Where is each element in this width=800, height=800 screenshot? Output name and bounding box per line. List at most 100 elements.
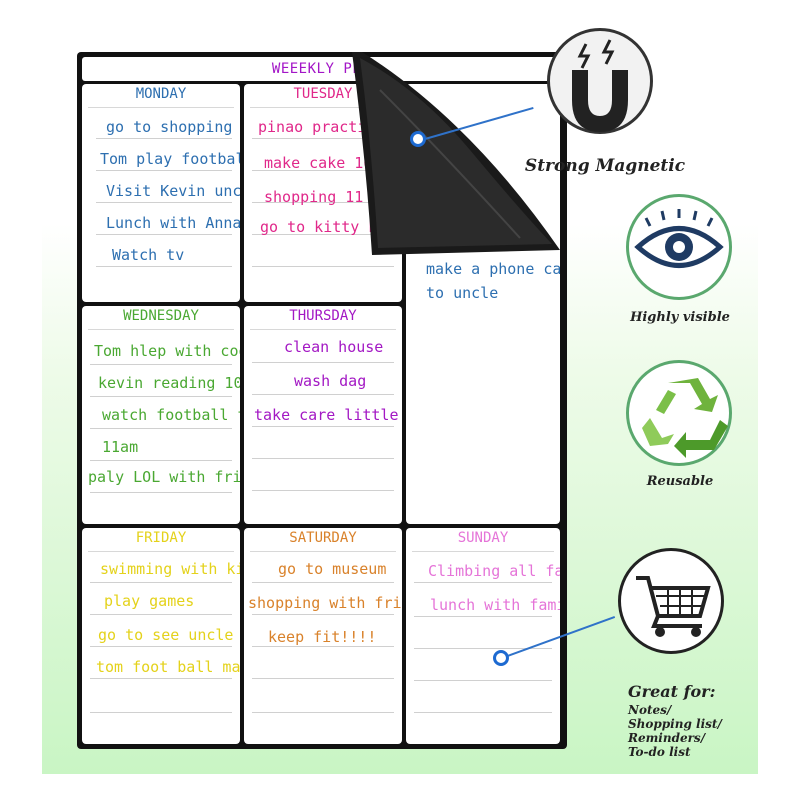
list-item: Tom hlep with cook — [94, 342, 240, 360]
ruled-line — [90, 614, 232, 615]
divider — [88, 329, 234, 330]
ruled-line — [90, 678, 232, 679]
list-item: pinao practic — [258, 118, 376, 136]
ruled-line — [96, 234, 232, 235]
list-item: Lunch with Anna — [106, 214, 240, 232]
list-item: wash dag — [294, 372, 367, 390]
day-title-tuesday: TUESDAY — [293, 86, 353, 102]
divider — [250, 329, 396, 330]
ruled-line — [90, 428, 232, 429]
great-for-item: Notes/ — [628, 703, 672, 717]
list-item: Watch tv — [112, 246, 185, 264]
list-item: clean house — [284, 338, 384, 356]
great-for-title: Great for: — [628, 682, 716, 701]
ruled-line — [252, 678, 394, 679]
ruled-line — [252, 266, 394, 267]
pointer-dot — [410, 131, 426, 147]
sunday-cell: SUNDAY Climbing all family lunch with fa… — [406, 528, 560, 744]
day-title-friday: FRIDAY — [135, 530, 187, 546]
divider — [250, 551, 396, 552]
saturday-cell: SATURDAY go to museum shopping with frie… — [244, 528, 402, 744]
ruled-line — [414, 616, 552, 617]
ruled-line — [414, 648, 552, 649]
friday-cell: FRIDAY swimming with kid play games go t… — [82, 528, 240, 744]
ruled-line — [90, 364, 232, 365]
ruled-line — [252, 614, 394, 615]
great-for-item: Reminders/ — [628, 731, 706, 745]
list-item: go to shopping — [106, 118, 233, 136]
list-item: Visit Kevin uncle — [106, 182, 240, 200]
list-item: to uncle — [426, 284, 499, 302]
day-title-wednesday: WEDNESDAY — [123, 308, 199, 324]
day-title-sunday: SUNDAY — [457, 530, 509, 546]
ruled-line — [252, 582, 394, 583]
ruled-line — [414, 712, 552, 713]
ruled-line — [252, 490, 394, 491]
divider — [412, 551, 554, 552]
wednesday-cell: WEDNESDAY Tom hlep with cook kevin readi… — [82, 306, 240, 524]
divider — [250, 107, 396, 108]
ruled-line — [90, 646, 232, 647]
list-item: Tom play football — [100, 150, 240, 168]
great-for-item: Shopping list/ — [628, 717, 722, 731]
list-item: shopping with friends — [248, 594, 402, 612]
list-item: Climbing all family — [428, 562, 560, 580]
list-item: swimming with kid — [100, 560, 240, 578]
monday-cell: MONDAY go to shopping Tom play football … — [82, 84, 240, 302]
ruled-line — [252, 426, 394, 427]
ruled-line — [90, 582, 232, 583]
list-item: make a phone call — [426, 260, 560, 278]
ruled-line — [90, 492, 232, 493]
list-item: keep fit!!!! — [268, 628, 377, 646]
great-for-block: Great for: Notes/ Shopping list/ Reminde… — [628, 682, 722, 759]
list-item: go to museum — [278, 560, 387, 578]
ruled-line — [252, 170, 394, 171]
day-title-saturday: SATURDAY — [289, 530, 357, 546]
feature-label-visible: Highly visible — [630, 310, 730, 325]
ruled-line — [90, 460, 232, 461]
list-item: go to kitty ho — [260, 218, 387, 236]
divider — [88, 107, 234, 108]
ruled-line — [414, 582, 552, 583]
board-title: WEEEKLY PLA — [271, 61, 371, 77]
feature-label-magnetic: Strong Magnetic — [524, 156, 686, 176]
day-title-thursday: THURSDAY — [289, 308, 357, 324]
ruled-line — [252, 138, 394, 139]
list-item: 11am — [102, 438, 139, 456]
list-item: play games — [104, 592, 195, 610]
list-item: lunch with family — [430, 596, 560, 614]
divider — [88, 551, 234, 552]
ruled-line — [96, 202, 232, 203]
ruled-line — [96, 138, 232, 139]
list-item: take care little bady — [254, 406, 402, 424]
day-title-monday: MONDAY — [135, 86, 187, 102]
title-strip — [82, 57, 560, 81]
list-item: tom foot ball match — [96, 658, 240, 676]
thursday-cell: THURSDAY clean house wash dag take care … — [244, 306, 402, 524]
list-item: shopping 11 a — [264, 188, 382, 206]
ruled-line — [252, 712, 394, 713]
feature-label-reusable: Reusable — [646, 474, 714, 489]
list-item: kevin reading 10am — [98, 374, 240, 392]
ruled-line — [90, 396, 232, 397]
ruled-line — [252, 362, 394, 363]
pointer-dot — [493, 650, 509, 666]
great-for-item: To-do list — [628, 745, 691, 759]
ruled-line — [414, 680, 552, 681]
ruled-line — [252, 458, 394, 459]
ruled-line — [252, 646, 394, 647]
list-item: paly LOL with friends — [88, 468, 240, 486]
ruled-line — [96, 170, 232, 171]
list-item: watch football tv — [102, 406, 240, 424]
ruled-line — [90, 712, 232, 713]
list-item: make cake 10 — [264, 154, 373, 172]
ruled-line — [96, 266, 232, 267]
list-item: go to see uncle — [98, 626, 234, 644]
ruled-line — [252, 394, 394, 395]
ruled-line — [252, 234, 394, 235]
